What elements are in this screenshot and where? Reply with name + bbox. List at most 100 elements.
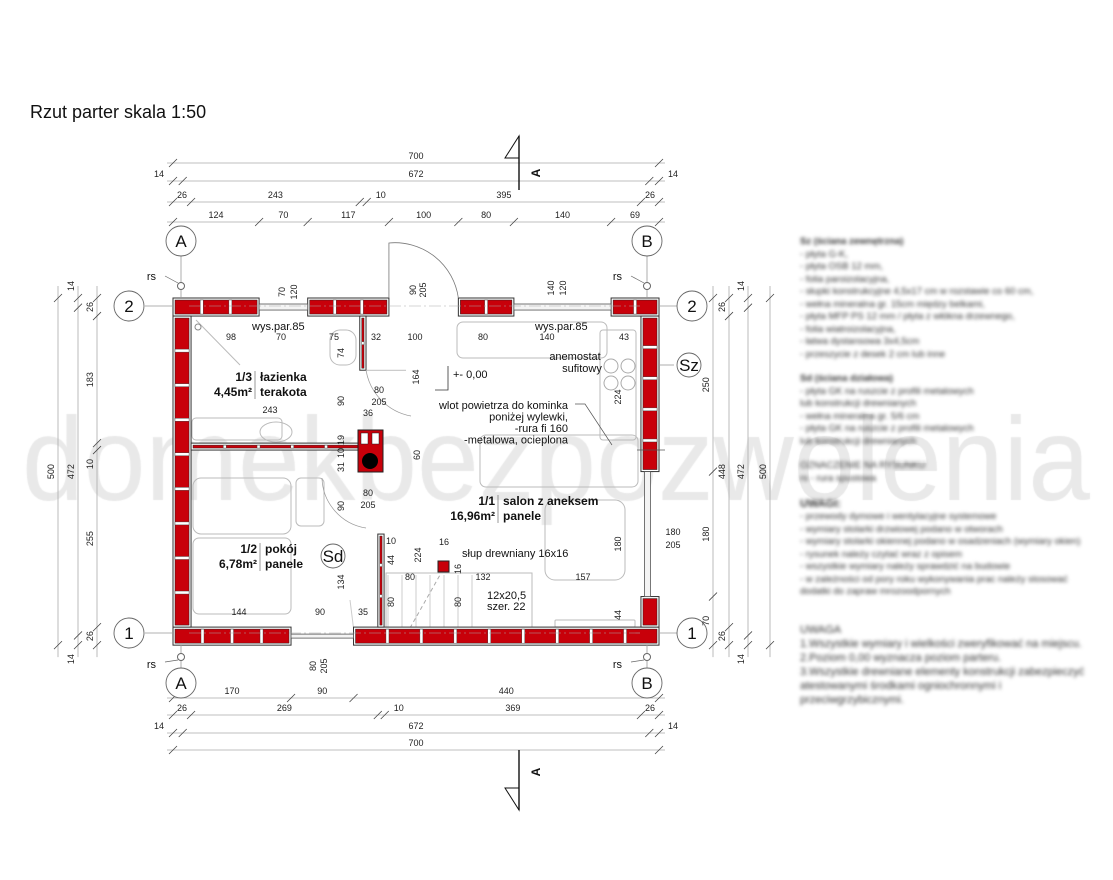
axis-1-right-label: 1 <box>687 624 696 643</box>
dimension-label: 14 <box>66 654 76 664</box>
room-number: 1/2 <box>240 542 257 556</box>
room-floor: panele <box>265 557 303 571</box>
chimney <box>357 429 384 473</box>
axis-1-right <box>676 617 708 649</box>
legend-sd-title: Sd (ściana działowa) <box>800 373 893 384</box>
legend-line: - płyta MFP PS 12 mm / płyta z włókna dr… <box>800 311 1015 322</box>
dimension-label: 10 <box>85 459 95 469</box>
dimension-label: 26 <box>177 703 187 713</box>
legend-line: lub konstrukcji drewnianych <box>800 435 917 447</box>
room-number: 1/1 <box>478 494 495 508</box>
legend-sz-items: - płyta G-K,- płyta OSB 12 mm,- folia pa… <box>800 249 1100 362</box>
dimension-label: 144 <box>231 607 246 617</box>
cooktop-burner <box>620 375 636 391</box>
downpipe-icon <box>177 653 185 661</box>
window <box>258 303 309 311</box>
furniture-item <box>544 499 626 581</box>
dimension-label: 117 <box>341 210 355 220</box>
legend-sd-items: - płyta GK na ruszcie z profili metalowy… <box>800 386 1100 449</box>
legend-line: 1.Wszystkie wymiary i wielkości zweryfik… <box>800 637 1082 650</box>
dimension-label: 183 <box>85 372 95 387</box>
dimension-label: 44 <box>386 555 396 565</box>
air-inlet-note: -rura fi 160 <box>515 423 568 435</box>
legend-line: 3.Wszystkie drewniane elementy konstrukc… <box>800 665 1085 678</box>
dimension-label: 140 <box>539 332 554 342</box>
section-label: A <box>529 767 543 776</box>
room-floor: panele <box>503 509 541 523</box>
dimension-label: 500 <box>758 464 768 479</box>
downpipe-label: rs <box>147 271 157 283</box>
stairs-note: szer. 22 <box>487 601 526 613</box>
dimension-label: 180 <box>665 527 680 537</box>
balcony-door <box>644 471 651 597</box>
legend-uwaga-items: 1.Wszystkie wymiary i wielkości zweryfik… <box>800 637 1100 707</box>
dimension-lines <box>53 158 775 755</box>
legend-line: - płyta GK na ruszcie z profili metalowy… <box>800 423 974 434</box>
wall-type-sz-label: Sz <box>679 356 699 375</box>
dimension-label: 180 <box>701 527 711 542</box>
exterior-wall-top <box>172 297 260 317</box>
dimension-label: 14 <box>154 721 164 731</box>
walls <box>172 242 660 646</box>
dimension-label: 26 <box>645 190 655 200</box>
room-name: łazienka <box>260 370 307 384</box>
exterior-wall-bottom <box>172 626 292 646</box>
dimension-label: 80 <box>405 572 415 582</box>
exterior-wall-right <box>640 315 660 473</box>
dimension-label: 472 <box>736 464 746 479</box>
furniture-item <box>479 434 639 488</box>
exterior-wall-top <box>457 297 515 317</box>
axis-2-left-label: 2 <box>124 297 133 316</box>
dimension-label: 69 <box>630 210 640 220</box>
furniture-item <box>456 321 608 359</box>
cooktop-burner <box>620 358 636 374</box>
dimension-label: 80 <box>363 488 373 498</box>
furniture-layer <box>191 319 639 641</box>
dimension-label: 31 <box>336 462 346 472</box>
axis-b-bottom <box>631 667 663 699</box>
air-inlet-note: -metalowa, ocieplona <box>464 435 569 447</box>
legend-line: atestowanymi środkami ogniochronnymi i p… <box>800 679 1002 706</box>
downpipe-icon <box>643 282 651 290</box>
window-sill-note: wys.par.85 <box>251 321 305 333</box>
dimension-label: 26 <box>717 302 727 312</box>
dimension-label: 269 <box>277 703 292 713</box>
dimension-label: 14 <box>66 281 76 291</box>
dimension-label: 140 <box>546 280 556 295</box>
wooden-column <box>437 560 450 573</box>
dimension-label: 26 <box>717 631 727 641</box>
entrance-door <box>388 242 459 299</box>
dimension-label: 80 <box>374 385 384 395</box>
legend-line: - łatwa dystansowa 3x4,5cm <box>800 336 920 347</box>
exterior-wall-left <box>172 315 192 628</box>
dimension-label: 80 <box>453 597 463 607</box>
dimension-label: 80 <box>308 661 318 671</box>
drawing-title: Rzut parter skala 1:50 <box>30 102 207 122</box>
dimension-label: 80 <box>386 597 396 607</box>
dimension-label: 35 <box>358 607 368 617</box>
axis-b-top <box>631 225 663 257</box>
dimension-label: 132 <box>475 572 490 582</box>
dimension-label: 70 <box>276 332 286 342</box>
dimension-label: 224 <box>413 547 423 562</box>
room-door <box>321 477 367 529</box>
column-note: słup drewniany 16x16 <box>462 548 568 560</box>
legend-line: dodatki do zapraw mrozoodpornych <box>800 586 951 597</box>
dimension-label: 440 <box>499 686 514 696</box>
dimension-label: 90 <box>408 285 418 295</box>
room-name: pokój <box>265 542 297 556</box>
dimension-label: 14 <box>154 169 164 179</box>
dimension-label: 10 <box>386 536 396 546</box>
wall-type-sz <box>676 352 702 378</box>
axis-2-right <box>676 290 708 322</box>
dimension-label: 170 <box>224 686 239 696</box>
air-inlet-note: poniżej wylewki, <box>489 412 568 424</box>
dimension-label: 395 <box>496 190 511 200</box>
dimension-label: 100 <box>416 210 431 220</box>
dimension-label: 205 <box>360 500 375 510</box>
legend-line: - folia wiatroizolacyjna, <box>800 323 896 335</box>
dimension-label: 60 <box>412 450 422 460</box>
